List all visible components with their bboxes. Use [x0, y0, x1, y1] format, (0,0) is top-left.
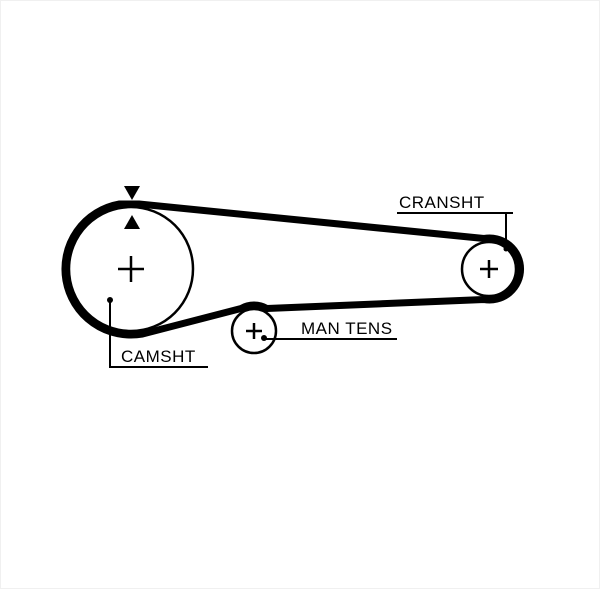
timing-belt-path	[61, 200, 525, 339]
tensioner-circle	[230, 307, 278, 355]
timing-mark-down-triangle-icon	[124, 186, 140, 200]
camshaft-leader-dot	[107, 297, 113, 303]
camshaft-pulley-circle	[67, 205, 195, 333]
crankshaft-label: CRANSHT	[399, 193, 485, 212]
tensioner-label: MAN TENS	[301, 319, 393, 338]
crankshaft-leader-dot	[503, 246, 509, 252]
tensioner-leader-dot	[261, 335, 267, 341]
timing-mark-up-triangle-icon	[124, 215, 140, 229]
crankshaft-pulley-circle	[460, 240, 518, 298]
camshaft-label: CAMSHT	[121, 347, 196, 366]
